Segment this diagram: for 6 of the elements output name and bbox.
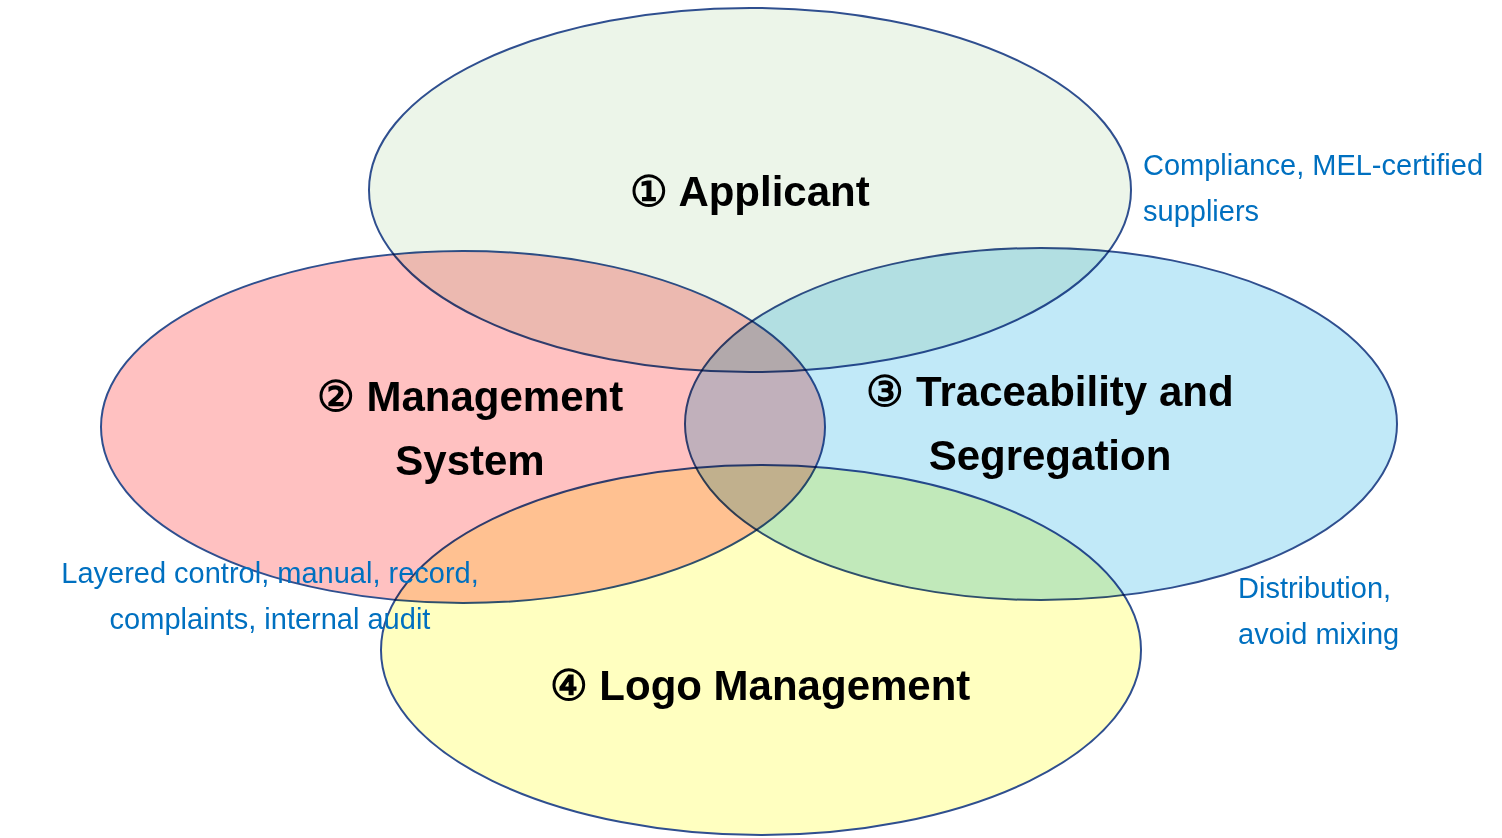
circle-title: ① Applicant: [629, 167, 871, 217]
annotation-text: Distribution, avoid mixing: [1238, 571, 1401, 652]
annotation-text: Compliance, MEL-certified suppliers: [1143, 148, 1485, 229]
circle-title: ④ Logo Management: [548, 661, 972, 711]
circle-title: ② Management System: [315, 372, 625, 486]
circle-title: ③ Traceability and Segregation: [865, 367, 1235, 481]
